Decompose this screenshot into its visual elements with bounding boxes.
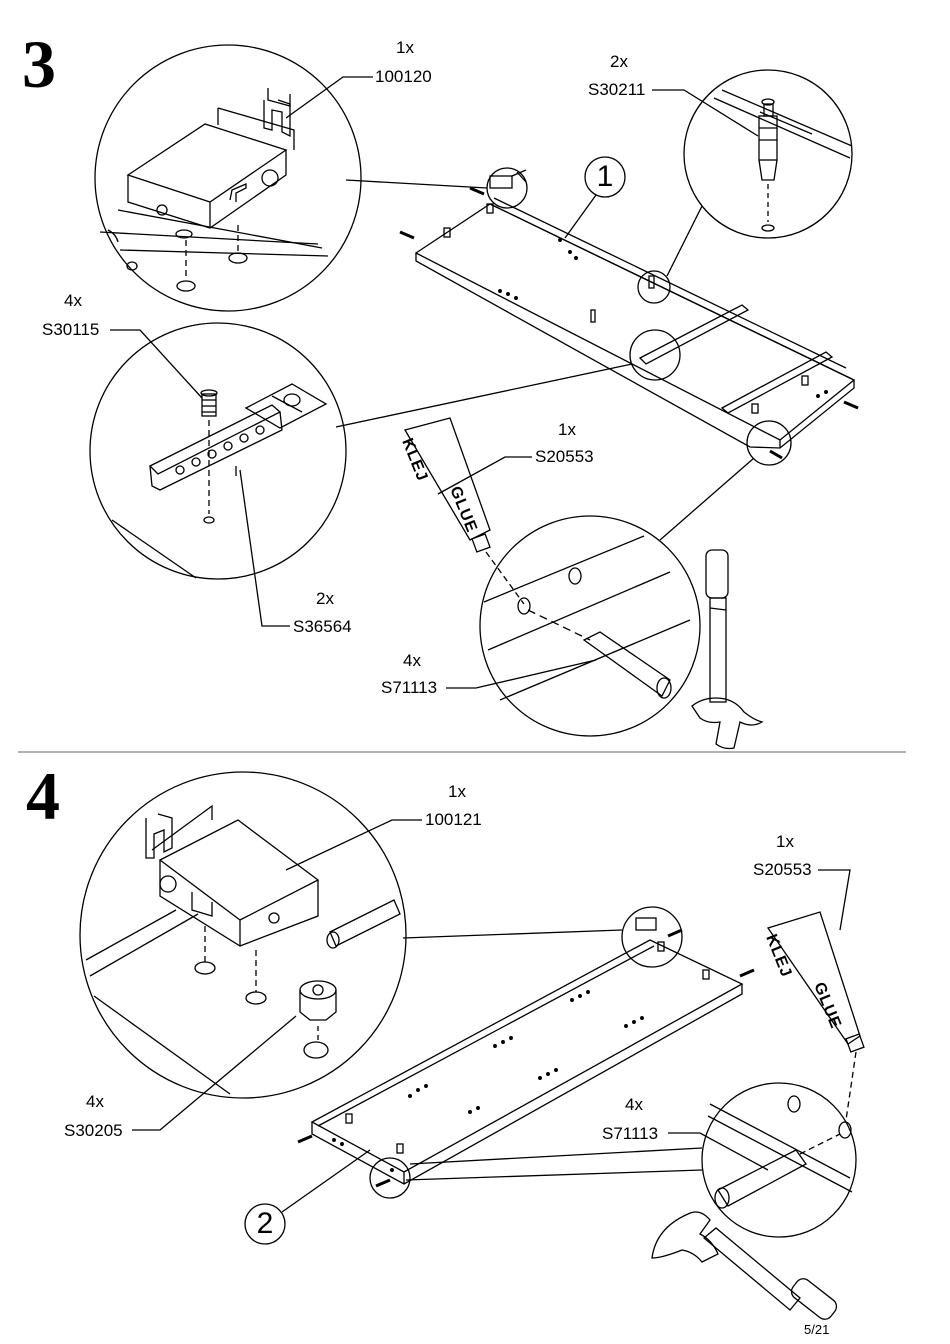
part-callout-circle — [244, 1203, 286, 1245]
detail-circle-bracket — [94, 44, 362, 312]
part-qty-s30205: 4x — [86, 1092, 104, 1111]
step-number-3: 3 — [22, 26, 56, 102]
glue-tube-icon — [404, 417, 525, 605]
part-code-s20553: S20553 — [535, 447, 594, 466]
page-number: 5/21 — [804, 1322, 830, 1337]
dowel-s71113 — [707, 1095, 853, 1209]
leader-s30205 — [132, 1015, 297, 1131]
part-code-s30211: S30211 — [588, 80, 646, 99]
callout-leader — [281, 1149, 371, 1213]
leader-s30211 — [652, 89, 759, 137]
part-code-s30115: S30115 — [42, 320, 100, 339]
bracket-100121 — [85, 804, 401, 1095]
detail-circle-bracket — [79, 771, 407, 1099]
panel-1 — [399, 169, 859, 460]
part-qty-s71113: 4x — [403, 651, 421, 670]
glue-tube-icon — [766, 911, 865, 1121]
detail-circle-cam-bolt — [683, 69, 853, 239]
detail-circle-rail — [89, 322, 347, 580]
hammer-icon — [691, 549, 764, 750]
panel-2 — [297, 917, 755, 1188]
leader-s71113 — [668, 1132, 769, 1171]
part-code-s71113: S71113 — [381, 678, 438, 697]
target-circle — [746, 420, 792, 466]
connector-line — [405, 1169, 703, 1181]
target-circle — [637, 270, 671, 304]
part-callout-number: 1 — [596, 160, 614, 193]
connector-line — [659, 457, 755, 541]
part-callout-number: 2 — [256, 1207, 274, 1240]
leader-s20553 — [437, 456, 532, 495]
part-qty-s30211: 2x — [610, 52, 628, 71]
leader-s20553 — [818, 869, 851, 931]
target-circle — [369, 1157, 411, 1199]
target-circle — [629, 329, 681, 381]
part-qty-100120: 1x — [396, 38, 414, 57]
part-qty-s71113: 4x — [625, 1095, 643, 1114]
dowel-s71113 — [483, 535, 691, 701]
connector-line — [666, 205, 703, 277]
part-qty-s20553: 1x — [776, 832, 794, 851]
leader-s71113 — [446, 659, 597, 689]
part-code-s36564: S36564 — [293, 617, 352, 636]
connector-line — [409, 1147, 703, 1165]
detail-circle-dowel — [701, 1082, 857, 1238]
connector-line — [335, 363, 633, 428]
hammer-icon — [651, 1211, 838, 1320]
leader-100120 — [285, 76, 373, 119]
callout-leader — [564, 194, 597, 239]
part-code-s71113: S71113 — [602, 1124, 659, 1143]
connector-line — [402, 929, 623, 939]
part-qty-s36564: 2x — [316, 589, 334, 608]
leader-s36564 — [239, 469, 290, 627]
part-callout-circle — [584, 156, 626, 198]
connector-line — [345, 179, 488, 189]
cam-bolt-s30211 — [713, 89, 853, 232]
part-code-s20553: S20553 — [753, 860, 812, 879]
leader-100121 — [285, 819, 422, 871]
part-code-s30205: S30205 — [64, 1121, 123, 1140]
part-qty-s20553: 1x — [558, 420, 576, 439]
part-qty-100121: 1x — [448, 782, 466, 801]
step-number-4: 4 — [26, 758, 60, 834]
bracket-100120 — [99, 88, 329, 292]
rail-s36564 — [111, 383, 328, 579]
part-code-100121: 100121 — [425, 810, 482, 829]
leader-s30115 — [110, 329, 203, 399]
detail-circle-dowel — [479, 515, 701, 737]
target-circle — [621, 906, 683, 968]
part-code-100120: 100120 — [375, 67, 432, 86]
part-qty-s30115: 4x — [64, 291, 82, 310]
